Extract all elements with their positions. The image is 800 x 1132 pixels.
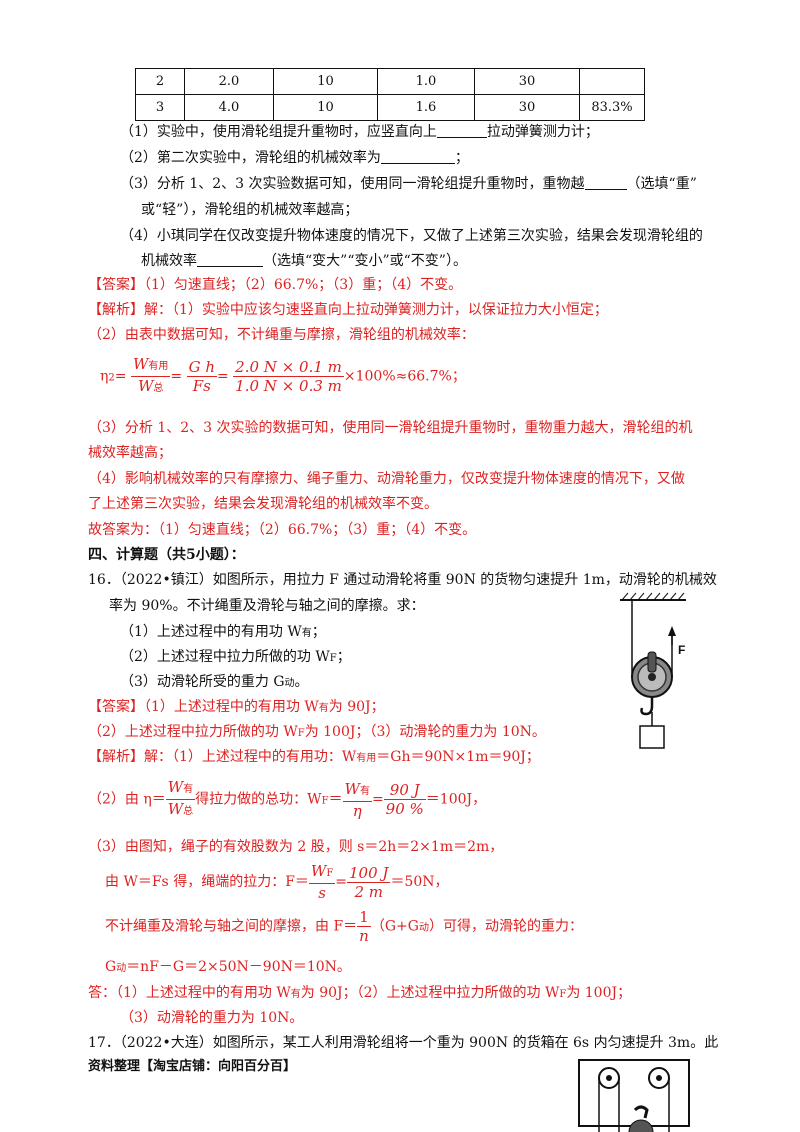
efficiency-formula: η2= W有用 W总 = G h Fs = 2.0 N × 0.1 m 1.0 … xyxy=(100,355,466,398)
q15-sub3-cont: 或“轻”），滑轮组的机械效率越高； xyxy=(141,202,359,218)
fraction: W有用 W总 xyxy=(130,355,171,395)
table-row: 3 4.0 10 1.6 30 83.3% xyxy=(135,94,645,121)
q15-answer: 【答案】（1）匀速直线；（2）66.7%；（3）重；（4）不变。 xyxy=(88,277,463,293)
answer-blank xyxy=(380,149,455,164)
q15-sub1: （1）实验中，使用滑轮组提升重物时，应竖直向上拉动弹簧测力计； xyxy=(120,123,599,140)
q16-ask3: （3）动滑轮所受的重力 G动。 xyxy=(120,674,309,690)
pulley-figure: F xyxy=(620,592,686,749)
q16-analysis-3b: 由 W＝Fs 得，绳端的拉力：F＝ WF s = 100 J 2 m ＝50N， xyxy=(105,862,449,902)
force-label: F xyxy=(678,643,685,657)
q15-analysis-4-cont: 了上述第三次实验，结果会发现滑轮组的机械效率不变。 xyxy=(88,496,438,512)
fraction: 1 n xyxy=(357,908,371,945)
q15-sub4: （4）小琪同学在仅改变提升物体速度的情况下，又做了上述第三次实验，结果会发现滑轮… xyxy=(120,228,703,244)
q15-analysis: 【解析】解：（1）实验中应该匀速竖直向上拉动弹簧测力计，以保证拉力大小恒定； xyxy=(88,302,608,318)
q16-answer-2: （2）上述过程中拉力所做的功 WF为 100J；（3）动滑轮的重力为 10N。 xyxy=(88,724,546,740)
q17-stem: 17．（2022•大连）如图所示，某工人利用滑轮组将一个重为 900N 的货箱在… xyxy=(88,1035,719,1051)
answer-blank xyxy=(436,123,487,138)
table-row: 2 2.0 10 1.0 30 xyxy=(135,68,645,95)
q16-ask2: （2）上述过程中拉力所做的功 WF； xyxy=(120,649,351,665)
q15-analysis-3: （3）分析 1、2、3 次实验的数据可知，使用同一滑轮组提升重物时，重物重力越大… xyxy=(88,420,693,436)
q16-analysis-2: （2）由 η＝ W有 W总 得拉力做的总功：WF＝ W有 η = 90 J 90… xyxy=(88,778,487,820)
q15-sub3: （3）分析 1、2、3 次实验数据可知，使用同一滑轮组提升重物时，重物越（选填“… xyxy=(120,175,697,192)
q15-analysis-2: （2）由表中数据可知，不计绳重与摩擦，滑轮组的机械效率： xyxy=(88,327,475,343)
q16-ask1: （1）上述过程中的有用功 W有； xyxy=(120,624,326,640)
q16-analysis: 【解析】解：（1）上述过程中的有用功：W有用＝Gh＝90N×1m＝90J； xyxy=(88,749,540,765)
fraction: G h Fs xyxy=(186,358,217,395)
section-heading: 四、计算题（共5小题）： xyxy=(88,547,245,563)
q16-analysis-3: （3）由图知，绳子的有效股数为 2 股，则 s＝2h＝2×1m＝2m， xyxy=(88,839,504,855)
q16-stem: 16．（2022•镇江）如图所示，用拉力 F 通过动滑轮将重 90N 的货物匀速… xyxy=(88,572,717,588)
q16-analysis-4: 不计绳重及滑轮与轴之间的摩擦，由 F＝ 1 n （G+G动）可得，动滑轮的重力： xyxy=(105,908,583,945)
q15-analysis-4: （4）影响机械效率的只有摩擦力、绳子重力、动滑轮重力，仅改变提升物体速度的情况下… xyxy=(88,471,685,487)
q15-analysis-3-cont: 械效率越高； xyxy=(88,445,172,461)
fraction: 90 J 90 % xyxy=(383,781,426,818)
answer-blank xyxy=(197,252,263,267)
fraction: 2.0 N × 0.1 m 1.0 N × 0.3 m xyxy=(233,358,344,395)
q16-analysis-5: G动＝nF－G＝2×50N－90N＝10N。 xyxy=(105,959,351,975)
q15-conclusion: 故答案为：（1）匀速直线；（2）66.7%；（3）重；（4）不变。 xyxy=(88,522,477,538)
q15-sub4-cont: 机械效率（选填“变大”“变小”或“不变”）。 xyxy=(141,252,467,269)
pulley-block-figure xyxy=(578,1059,690,1132)
q16-stem-cont: 率为 90%。不计绳重及滑轮与轴之间的摩擦。求： xyxy=(109,598,425,614)
fraction: WF s xyxy=(308,862,336,902)
fraction: 100 J 2 m xyxy=(347,863,391,901)
fraction: W有 W总 xyxy=(165,778,196,818)
q16-final: 答：（1）上述过程中的有用功 W有为 90J；（2）上述过程中拉力所做的功 WF… xyxy=(88,985,632,1001)
fraction: W有 η xyxy=(342,779,372,820)
answer-blank xyxy=(584,175,627,190)
q16-answer: 【答案】（1）上述过程中的有用功 W有为 90J； xyxy=(88,699,385,715)
experiment-table: 2 2.0 10 1.0 30 3 4.0 10 1.6 30 83.3% xyxy=(135,68,645,121)
q16-final-2: （3）动滑轮的重力为 10N。 xyxy=(120,1010,304,1026)
footer: 资料整理【淘宝店铺：向阳百分百】 xyxy=(88,1059,297,1074)
q15-sub2: （2）第二次实验中，滑轮组的机械效率为； xyxy=(120,149,469,166)
